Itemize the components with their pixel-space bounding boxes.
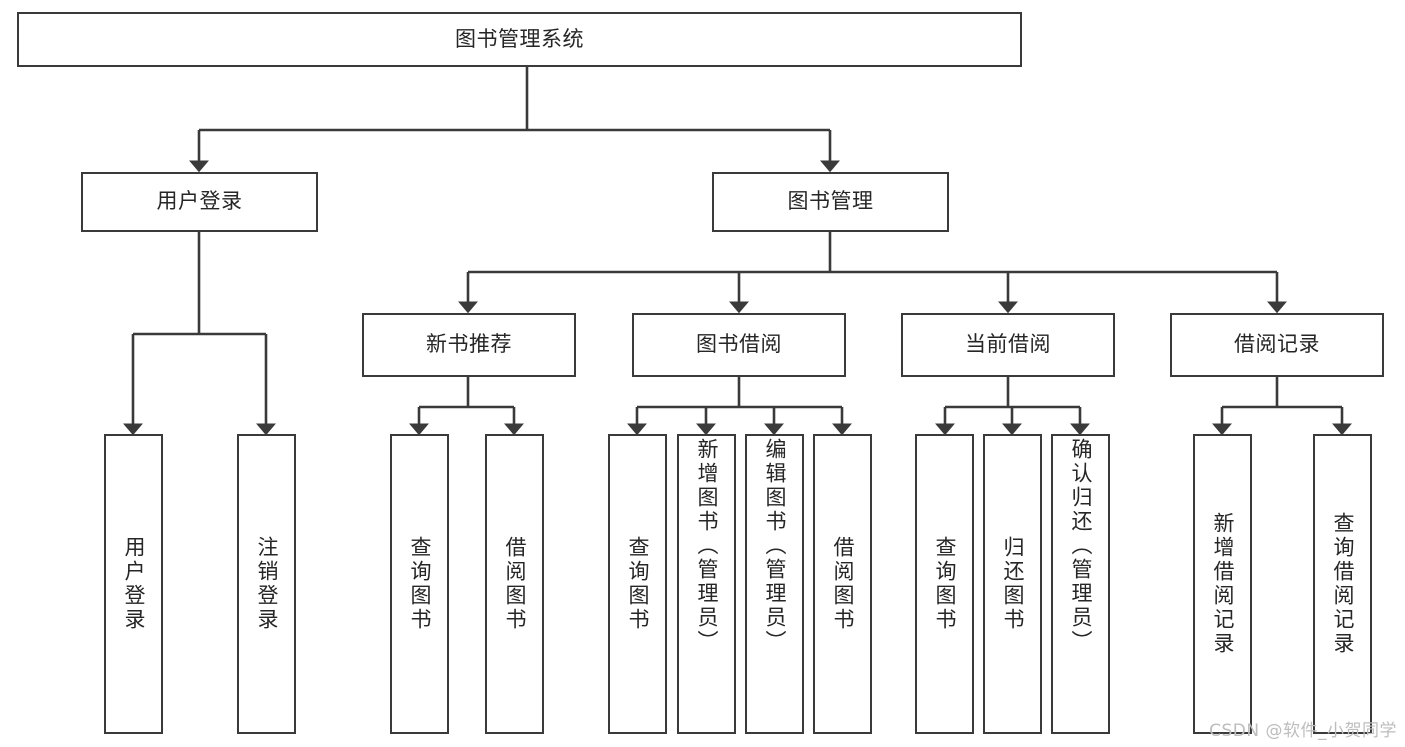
- node-label: 借阅记录: [1234, 332, 1320, 357]
- leaf-label: 借阅图书: [503, 536, 527, 632]
- leaf-label: 查询图书: [408, 536, 432, 632]
- node-book-borrow[interactable]: 图书借阅: [632, 313, 846, 377]
- leaf-current-borrow-confirm-return-admin[interactable]: 确认归还（管理员）: [1051, 434, 1110, 734]
- leaf-new-book-query-books[interactable]: 查询图书: [390, 434, 449, 734]
- node-label: 图书借阅: [696, 332, 782, 357]
- leaf-book-borrow-query-books[interactable]: 查询图书: [608, 434, 667, 734]
- node-label: 图书管理: [787, 189, 874, 214]
- leaf-user-login-logout[interactable]: 注销登录: [237, 434, 296, 734]
- node-label: 用户登录: [156, 189, 243, 214]
- leaf-text-wrap: 借阅图书: [815, 436, 870, 732]
- leaf-borrow-record-add-record[interactable]: 新增借阅记录: [1193, 434, 1252, 734]
- leaf-text-wrap: 借阅图书: [487, 436, 542, 732]
- leaf-label: 新增图书（管理员）: [695, 438, 719, 654]
- node-book-management[interactable]: 图书管理: [712, 172, 949, 232]
- leaf-label: 借阅图书: [831, 536, 855, 632]
- leaf-label: 确认归还（管理员）: [1069, 438, 1093, 654]
- leaf-text-wrap: 查询图书: [610, 436, 665, 732]
- node-root-book-management-system[interactable]: 图书管理系统: [17, 12, 1022, 67]
- leaf-book-borrow-borrow-books[interactable]: 借阅图书: [813, 434, 872, 734]
- node-new-book-recommend[interactable]: 新书推荐: [362, 313, 576, 377]
- leaf-label: 归还图书: [1001, 536, 1025, 632]
- leaf-user-login-login[interactable]: 用户登录: [104, 434, 163, 734]
- leaf-text-wrap: 查询图书: [917, 436, 972, 732]
- leaf-label: 编辑图书（管理员）: [763, 438, 787, 654]
- leaf-label: 注销登录: [255, 536, 279, 632]
- leaf-text-wrap: 确认归还（管理员）: [1053, 436, 1108, 734]
- leaf-text-wrap: 注销登录: [239, 436, 294, 732]
- leaf-label: 新增借阅记录: [1211, 512, 1235, 656]
- leaf-text-wrap: 查询借阅记录: [1315, 436, 1370, 732]
- leaf-book-borrow-edit-book-admin[interactable]: 编辑图书（管理员）: [745, 434, 804, 734]
- leaf-current-borrow-query-books[interactable]: 查询图书: [915, 434, 974, 734]
- leaf-text-wrap: 新增图书（管理员）: [679, 436, 734, 734]
- leaf-text-wrap: 查询图书: [392, 436, 447, 732]
- leaf-borrow-record-query-record[interactable]: 查询借阅记录: [1313, 434, 1372, 734]
- leaf-text-wrap: 归还图书: [985, 436, 1040, 732]
- leaf-label: 查询图书: [933, 536, 957, 632]
- node-borrow-record[interactable]: 借阅记录: [1170, 313, 1384, 377]
- node-label: 当前借阅: [965, 332, 1051, 357]
- leaf-label: 查询图书: [626, 536, 650, 632]
- leaf-label: 查询借阅记录: [1331, 512, 1355, 656]
- leaf-new-book-borrow-books[interactable]: 借阅图书: [485, 434, 544, 734]
- node-current-borrow[interactable]: 当前借阅: [901, 313, 1115, 377]
- leaf-current-borrow-return-books[interactable]: 归还图书: [983, 434, 1042, 734]
- leaf-text-wrap: 用户登录: [106, 436, 161, 732]
- leaf-text-wrap: 新增借阅记录: [1195, 436, 1250, 732]
- leaf-book-borrow-add-book-admin[interactable]: 新增图书（管理员）: [677, 434, 736, 734]
- leaf-label: 用户登录: [122, 536, 146, 632]
- leaf-text-wrap: 编辑图书（管理员）: [747, 436, 802, 734]
- node-label: 图书管理系统: [455, 26, 584, 51]
- node-label: 新书推荐: [426, 332, 512, 357]
- node-user-login[interactable]: 用户登录: [81, 172, 318, 232]
